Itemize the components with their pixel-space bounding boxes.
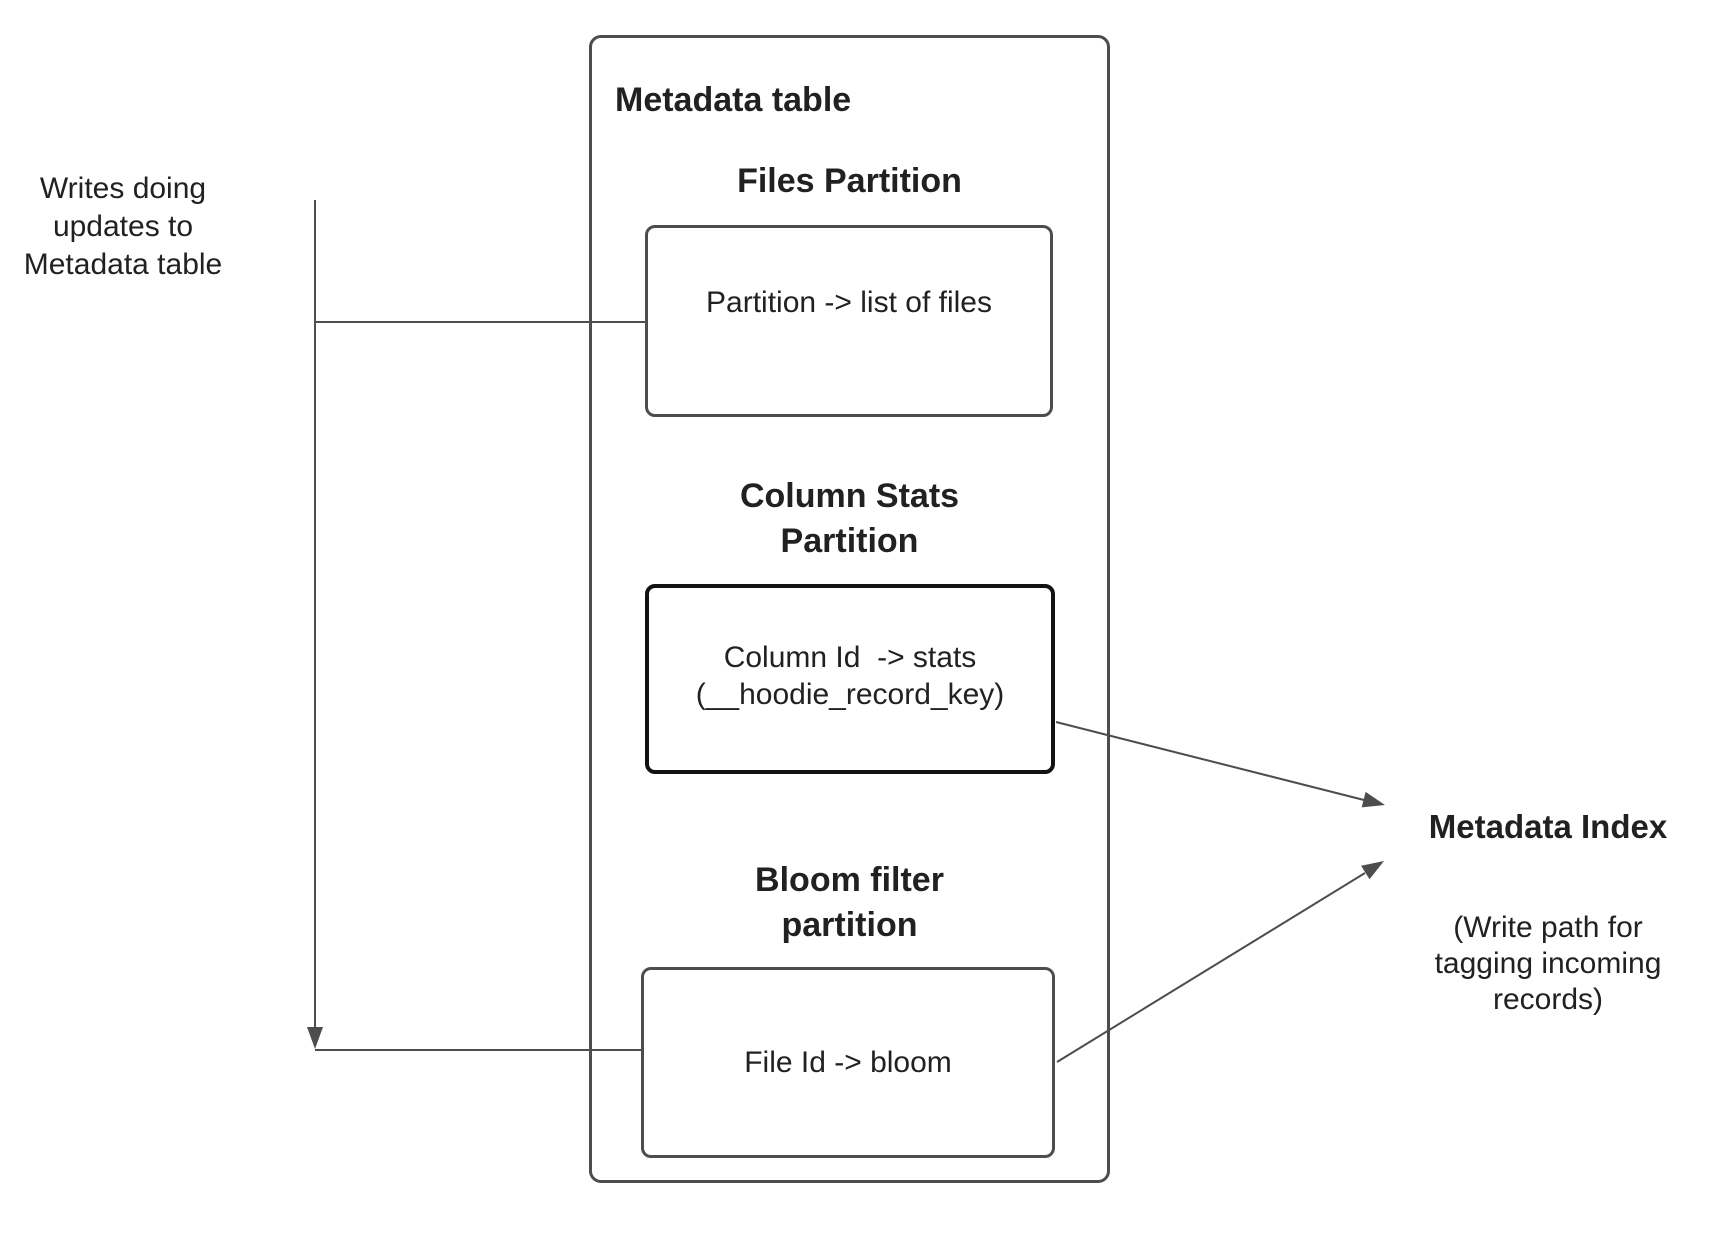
down-arrowhead-icon — [307, 1027, 323, 1049]
files-partition-heading: Files Partition — [737, 162, 962, 200]
column-stats-partition-box: Column Id -> stats (__hoodie_record_key) — [645, 584, 1055, 774]
bloom-filter-partition-box: File Id -> bloom — [641, 967, 1055, 1158]
metadata-table-title: Metadata table — [615, 81, 852, 119]
files-partition-text: Partition -> list of files — [706, 286, 992, 319]
metadata-table-box — [589, 35, 1110, 1183]
files-partition-box: Partition -> list of files — [645, 225, 1053, 417]
column-stats-partition-text: Column Id -> stats (__hoodie_record_key) — [695, 640, 1005, 711]
column-stats-partition-heading: Column Stats Partition — [739, 477, 960, 560]
writes-note: Writes doing updates to Metadata table — [23, 172, 223, 281]
bloom-filter-partition-text: File Id -> bloom — [744, 1046, 952, 1079]
metadata-index-title: Metadata Index — [1428, 808, 1668, 845]
up-right-arrowhead-icon — [1361, 861, 1384, 880]
metadata-index-subtitle: (Write path for tagging incoming records… — [1434, 911, 1662, 1016]
bloom-filter-partition-heading: Bloom filter partition — [755, 861, 944, 944]
